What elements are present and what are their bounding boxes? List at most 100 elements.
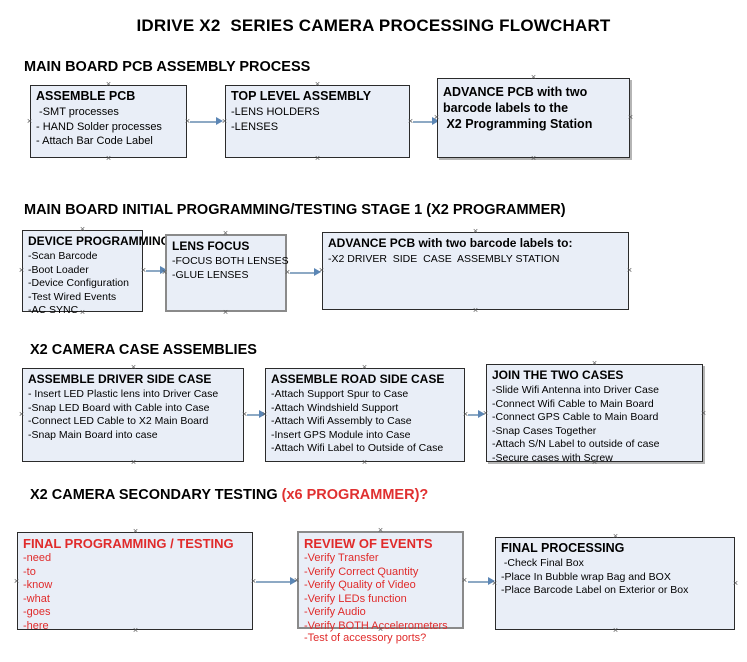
box-line: -FOCUS BOTH LENSES bbox=[172, 255, 289, 267]
connection-handle[interactable] bbox=[732, 580, 739, 587]
connection-handle[interactable] bbox=[18, 267, 25, 274]
box-title: ASSEMBLE DRIVER SIDE CASE bbox=[28, 372, 212, 386]
box-line: -Slide Wifi Antenna into Driver Case bbox=[492, 384, 659, 396]
box-line: -Boot Loader bbox=[28, 263, 89, 276]
box-title: REVIEW OF EVENTS bbox=[304, 536, 433, 551]
box-title: JOIN THE TWO CASES bbox=[492, 368, 624, 382]
section-heading-2: MAIN BOARD INITIAL PROGRAMMING/TESTING S… bbox=[24, 202, 566, 218]
box-line: -what bbox=[23, 592, 50, 605]
box-line: -Connect LED Cable to X2 Main Board bbox=[28, 415, 209, 427]
connection-handle[interactable] bbox=[318, 267, 325, 274]
connection-handle[interactable] bbox=[79, 226, 86, 233]
box-title: FINAL PROGRAMMING / TESTING bbox=[23, 536, 234, 551]
box-line: -goes bbox=[23, 606, 51, 618]
connection-handle[interactable] bbox=[377, 527, 384, 534]
box-line: -Snap LED Board with Cable into Case bbox=[28, 401, 210, 414]
connection-handle[interactable] bbox=[482, 410, 489, 417]
box-line: -Scan Barcode bbox=[28, 250, 98, 262]
box-line: -GLUE LENSES bbox=[172, 268, 249, 281]
connection-handle[interactable] bbox=[377, 626, 384, 633]
connection-handle[interactable] bbox=[222, 230, 229, 237]
connection-handle[interactable] bbox=[530, 155, 537, 162]
connection-handle[interactable] bbox=[627, 114, 634, 121]
box-line: -LENS HOLDERS bbox=[231, 106, 320, 118]
connection-handle[interactable] bbox=[626, 267, 633, 274]
box-line: -Place Barcode Label on Exterior or Box bbox=[501, 584, 689, 596]
connection-handle[interactable] bbox=[222, 309, 229, 316]
connection-handle[interactable] bbox=[433, 114, 440, 121]
connection-handle[interactable] bbox=[221, 118, 228, 125]
connection-handle[interactable] bbox=[18, 411, 25, 418]
box-assemble-road-side-case[interactable]: ASSEMBLE ROAD SIDE CASE -Attach Support … bbox=[265, 368, 465, 462]
connection-handle[interactable] bbox=[612, 533, 619, 540]
connection-handle[interactable] bbox=[105, 81, 112, 88]
section-heading-1: MAIN BOARD PCB ASSEMBLY PROCESS bbox=[24, 59, 311, 75]
connection-handle[interactable] bbox=[293, 577, 300, 584]
connection-handle[interactable] bbox=[314, 155, 321, 162]
connection-handle[interactable] bbox=[361, 364, 368, 371]
connector-line bbox=[413, 121, 435, 123]
connection-handle[interactable] bbox=[612, 627, 619, 634]
box-title: ADVANCE PCB with two bbox=[443, 85, 588, 99]
box-line: -SMT processes bbox=[36, 106, 119, 118]
connection-handle[interactable] bbox=[130, 459, 137, 466]
connection-handle[interactable] bbox=[13, 578, 20, 585]
connection-handle[interactable] bbox=[132, 627, 139, 634]
connection-handle[interactable] bbox=[105, 155, 112, 162]
box-line: -to bbox=[23, 565, 36, 578]
connection-handle[interactable] bbox=[261, 411, 268, 418]
box-line: - HAND Solder processes bbox=[36, 120, 162, 133]
box-title: LENS FOCUS bbox=[172, 239, 250, 253]
connector-line bbox=[146, 270, 162, 272]
box-assemble-pcb[interactable]: ASSEMBLE PCB -SMT processes - HAND Solde… bbox=[30, 85, 187, 158]
box-lens-focus[interactable]: LENS FOCUS -FOCUS BOTH LENSES -GLUE LENS… bbox=[165, 234, 289, 312]
connection-handle[interactable] bbox=[314, 81, 321, 88]
box-line: -AC SYNC bbox=[28, 304, 79, 316]
box-line: -Verify Correct Quantity bbox=[304, 565, 419, 578]
connection-handle[interactable] bbox=[132, 528, 139, 535]
connection-handle[interactable] bbox=[26, 118, 33, 125]
connection-handle[interactable] bbox=[530, 74, 537, 81]
box-join-the-two-cases[interactable]: JOIN THE TWO CASES -Slide Wifi Antenna i… bbox=[486, 364, 703, 464]
box-review-of-events[interactable]: REVIEW OF EVENTS -Verify Transfer -Verif… bbox=[297, 531, 464, 644]
box-advance-pcb-driver-side[interactable]: ADVANCE PCB with two barcode labels to: … bbox=[322, 232, 629, 310]
box-line: -Check Final Box bbox=[501, 557, 584, 569]
box-line: -Verify BOTH Accelerometers bbox=[304, 619, 448, 632]
box-assemble-driver-side-case[interactable]: ASSEMBLE DRIVER SIDE CASE - Insert LED P… bbox=[22, 368, 244, 462]
box-line: -Verify LEDs function bbox=[304, 592, 407, 605]
box-line: -X2 DRIVER SIDE CASE ASSEMBLY STATION bbox=[328, 253, 560, 265]
box-line: -Connect Wifi Cable to Main Board bbox=[492, 397, 654, 410]
box-line: - Insert LED Plastic lens into Driver Ca… bbox=[28, 388, 219, 400]
section-heading-4: X2 CAMERA SECONDARY TESTING (x6 PROGRAMM… bbox=[30, 487, 428, 503]
connection-handle[interactable] bbox=[591, 360, 598, 367]
box-title: TOP LEVEL ASSEMBLY bbox=[231, 89, 372, 103]
connector-line bbox=[190, 121, 218, 123]
box-line: - Attach Bar Code Label bbox=[36, 135, 153, 147]
connection-handle[interactable] bbox=[491, 580, 498, 587]
box-device-programming[interactable]: DEVICE PROGRAMMING -Scan Barcode -Boot L… bbox=[22, 230, 170, 316]
connection-handle[interactable] bbox=[591, 459, 598, 466]
box-top-level-assembly[interactable]: TOP LEVEL ASSEMBLY -LENS HOLDERS -LENSES bbox=[225, 85, 410, 158]
box-line: -Verify Quality of Video bbox=[304, 579, 416, 591]
box-line: -Place In Bubble wrap Bag and BOX bbox=[501, 570, 671, 583]
connection-handle[interactable] bbox=[161, 269, 168, 276]
box-line: -Verify Transfer bbox=[304, 552, 379, 564]
box-line: -Attach Windshield Support bbox=[271, 401, 399, 414]
connection-handle[interactable] bbox=[130, 364, 137, 371]
connection-handle[interactable] bbox=[472, 228, 479, 235]
box-final-processing[interactable]: FINAL PROCESSING -Check Final Box -Place… bbox=[495, 537, 735, 630]
box-line: -Verify Audio bbox=[304, 606, 366, 618]
connection-handle[interactable] bbox=[461, 577, 468, 584]
box-final-programming-testing[interactable]: FINAL PROGRAMMING / TESTING -need -to -k… bbox=[17, 532, 253, 632]
connection-handle[interactable] bbox=[700, 410, 707, 417]
connection-handle[interactable] bbox=[472, 307, 479, 314]
connection-handle[interactable] bbox=[361, 459, 368, 466]
box-line: -LENSES bbox=[231, 120, 279, 133]
box-advance-pcb-programming-station[interactable]: ADVANCE PCB with two barcode labels to t… bbox=[437, 78, 630, 158]
box-line: -Insert GPS Module into Case bbox=[271, 428, 411, 441]
box-line-overflow: -Test of accessory ports? bbox=[304, 632, 427, 644]
box-line: -Attach Wifi Assembly to Case bbox=[271, 415, 412, 427]
page-title: IDRIVE X2 SERIES CAMERA PROCESSING FLOWC… bbox=[136, 16, 611, 35]
connection-handle[interactable] bbox=[79, 309, 86, 316]
